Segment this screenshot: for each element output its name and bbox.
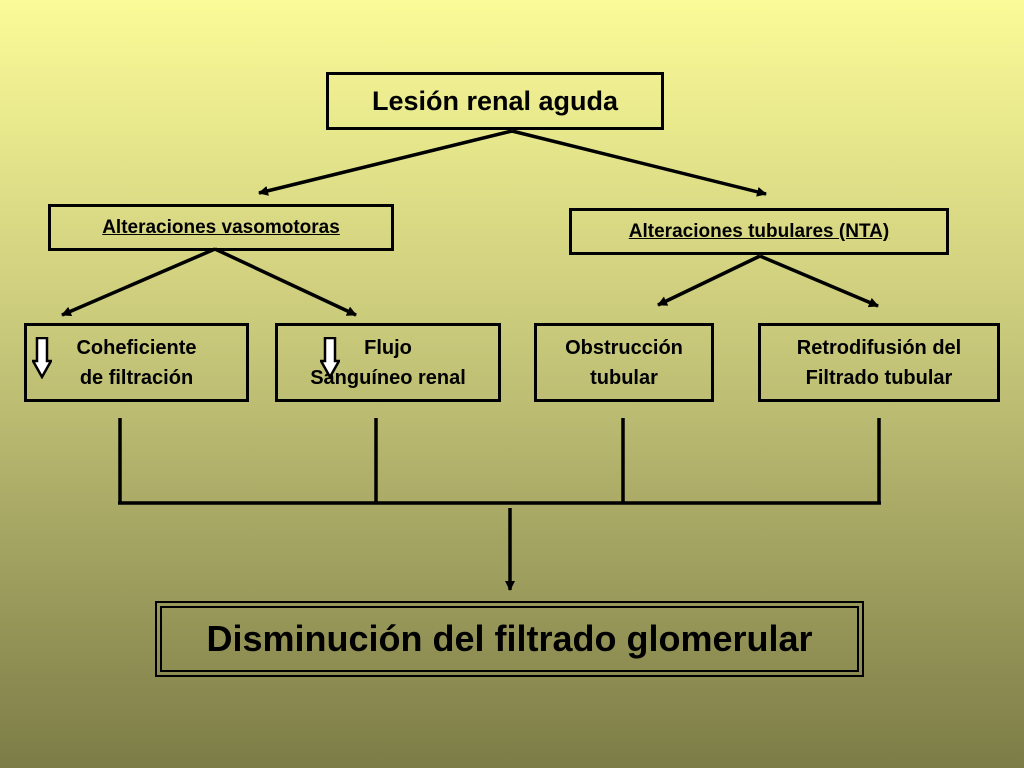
arrow-vaso-to-coef: [61, 247, 216, 317]
node-root: Lesión renal aguda: [326, 72, 664, 130]
node-obstruccion-line2: tubular: [590, 366, 658, 389]
node-result: Disminución del filtrado glomerular: [155, 601, 864, 677]
node-flujo: Flujo Sanguíneo renal: [275, 323, 501, 402]
node-flujo-line2: Sanguíneo renal: [310, 366, 466, 389]
node-retrodifusion-line1: Retrodifusión del: [796, 336, 962, 359]
arrow-root-to-vasomotoras: [258, 129, 513, 196]
node-tubulares: Alteraciones tubulares (NTA): [569, 208, 949, 255]
node-retrodifusion-line2: Filtrado tubular: [805, 366, 953, 389]
node-tubulares-label: Alteraciones tubulares (NTA): [628, 220, 890, 242]
node-vasomotoras: Alteraciones vasomotoras: [48, 204, 394, 251]
node-result-inner-frame: Disminución del filtrado glomerular: [160, 606, 859, 672]
node-vasomotoras-label: Alteraciones vasomotoras: [102, 216, 340, 238]
arrow-vaso-to-flujo: [214, 247, 357, 317]
arrow-root-to-tubulares: [511, 129, 767, 197]
down-arrow-icon: [32, 337, 52, 379]
node-retrodifusion: Retrodifusión del Filtrado tubular: [758, 323, 1000, 402]
node-coeficiente-line2: de filtración: [79, 366, 194, 389]
arrow-tub-to-obst: [657, 254, 761, 307]
node-coeficiente-line1: Coheficiente: [76, 336, 197, 359]
node-flujo-line1: Flujo: [364, 336, 412, 359]
node-root-label: Lesión renal aguda: [371, 85, 619, 116]
down-arrow-icon: [320, 337, 340, 379]
arrow-tub-to-retro: [759, 254, 879, 308]
node-result-label: Disminución del filtrado glomerular: [206, 618, 813, 659]
node-coeficiente: Coheficiente de filtración: [24, 323, 249, 402]
node-obstruccion: Obstrucción tubular: [534, 323, 714, 402]
node-obstruccion-line1: Obstrucción: [565, 336, 683, 359]
